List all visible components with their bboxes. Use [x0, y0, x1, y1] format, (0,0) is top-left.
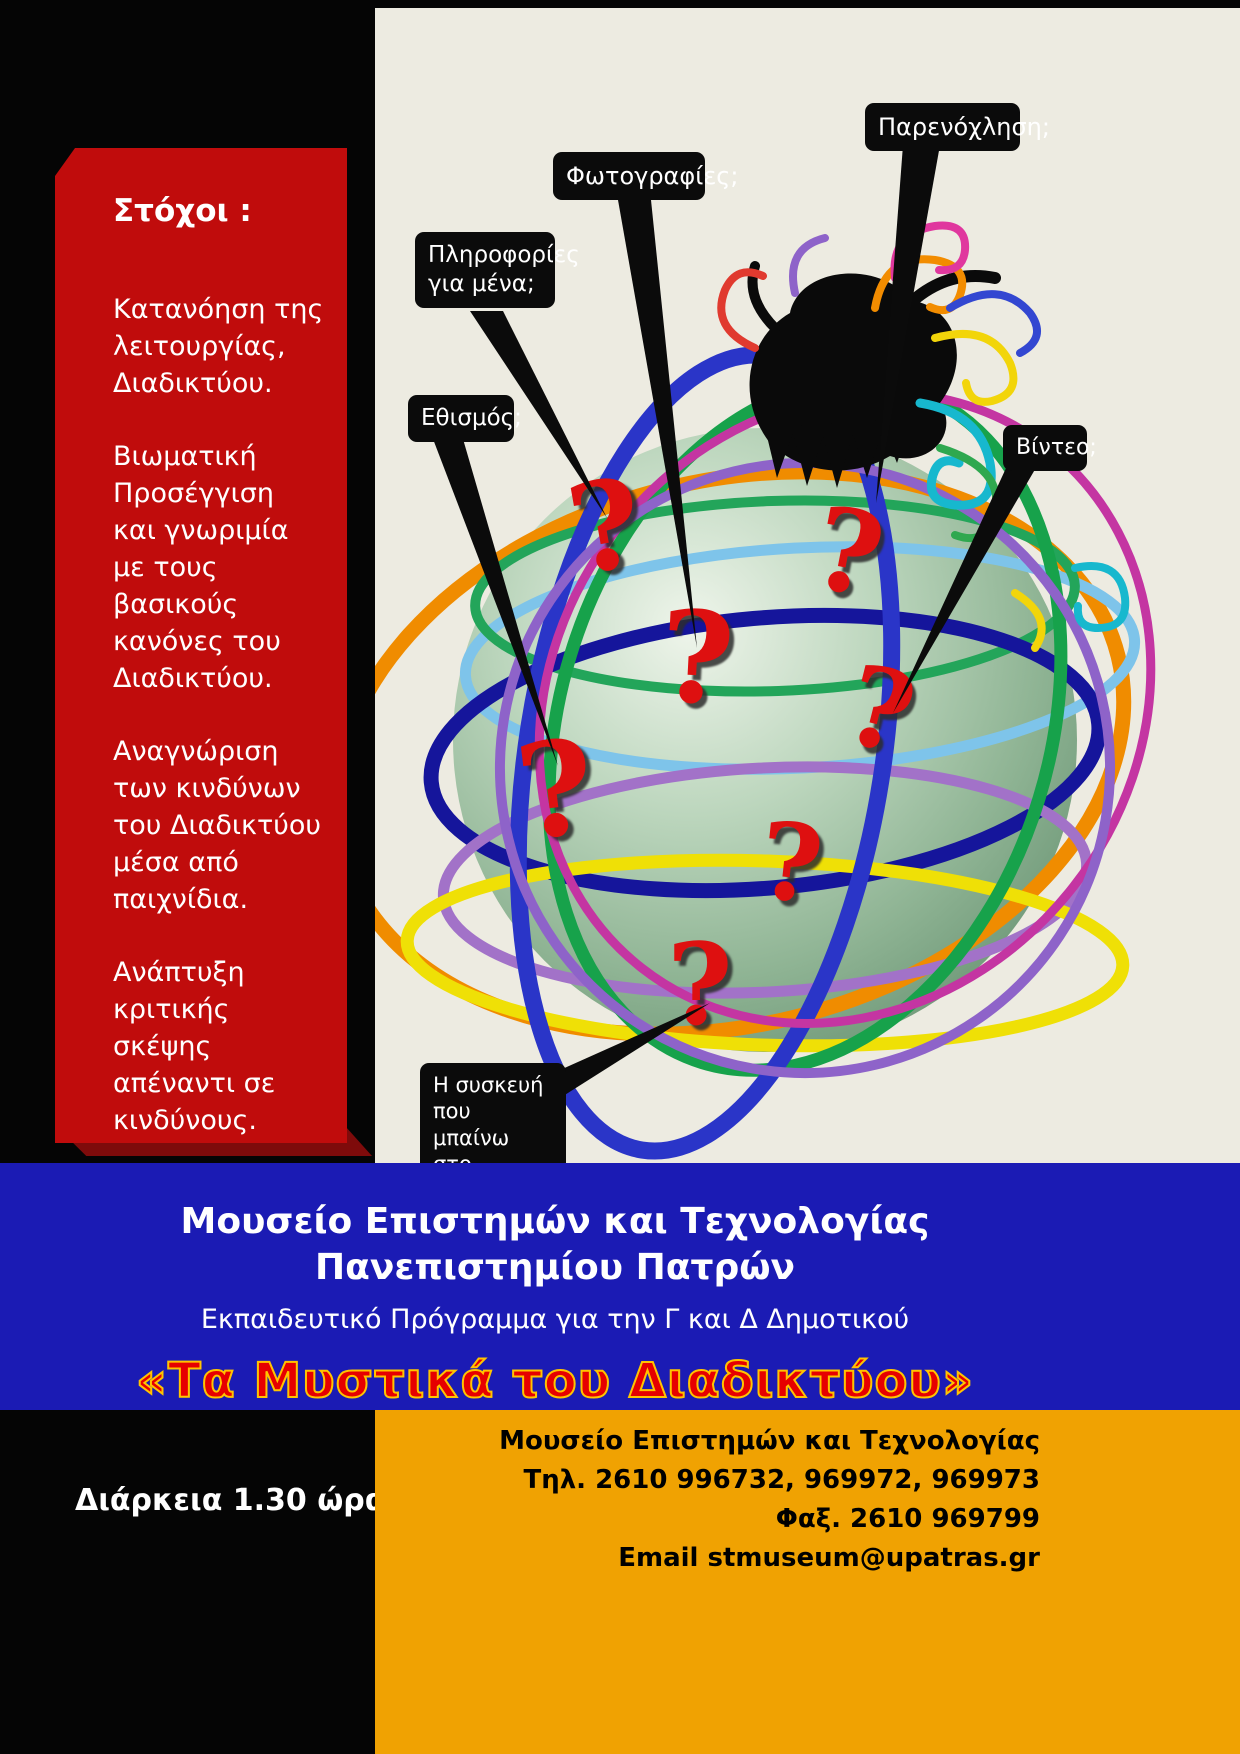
- callout-video: Βίντεο;: [1003, 425, 1097, 471]
- museum-name-line2: Πανεπιστημίου Πατρών: [314, 1247, 796, 1288]
- goals-title: Στόχοι :: [113, 193, 252, 229]
- contact-email: Email stmuseum@upatras.gr: [618, 1543, 1040, 1573]
- contact-fax: Φαξ. 2610 969799: [775, 1504, 1040, 1534]
- goals-panel: Στόχοι : Κατανόηση της λειτουργίας, Διαδ…: [55, 148, 347, 1143]
- duration-label: Διάρκεια 1.30 ώρα: [75, 1483, 386, 1518]
- illustration-area: ? ? ? ? ? ? ? Παρενόχληση; Φωτογραφίες; …: [375, 8, 1240, 1163]
- goal-item: Βιωματική Προσέγγιση και γνωριμία με του…: [113, 441, 289, 694]
- banner: Μουσείο Επιστημών και Τεχνολογίας Πανεπι…: [0, 1163, 1240, 1410]
- program-description: Εκπαιδευτικό Πρόγραμμα για την Γ και Δ Δ…: [200, 1304, 910, 1335]
- goal-item: Κατανόηση της λειτουργίας, Διαδικτύου.: [113, 294, 324, 399]
- museum-name-line1: Μουσείο Επιστημών και Τεχνολογίας: [180, 1201, 930, 1242]
- contact-phone: Τηλ. 2610 996732, 969972, 969973: [523, 1465, 1040, 1495]
- program-title: «Τα Μυστικά του Διαδικτύου»: [135, 1352, 974, 1410]
- callout-device: Η συσκευή που μπαίνω στο Διαδίκτυο;: [420, 1063, 566, 1163]
- callout-photos: Φωτογραφίες;: [553, 152, 738, 200]
- callout-harassment: Παρενόχληση;: [865, 103, 1050, 151]
- callout-tails: [433, 145, 1037, 1098]
- goal-item: Αναγνώριση των κινδύνων του Διαδικτύου μ…: [113, 736, 321, 915]
- callout-addiction: Εθισμός;: [408, 395, 522, 442]
- contact-museum: Μουσείο Επιστημών και Τεχνολογίας: [499, 1426, 1040, 1456]
- internet-globe-illustration: [375, 221, 1156, 1160]
- globe-sphere: [453, 428, 1077, 1052]
- goal-item: Ανάπτυξη κριτικής σκέψης απέναντι σε κιν…: [113, 957, 276, 1136]
- contact-block: Μουσείο Επιστημών και Τεχνολογίας Τηλ. 2…: [375, 1410, 1240, 1754]
- callout-personal-info: Πληροφορίες για μένα;: [415, 232, 580, 308]
